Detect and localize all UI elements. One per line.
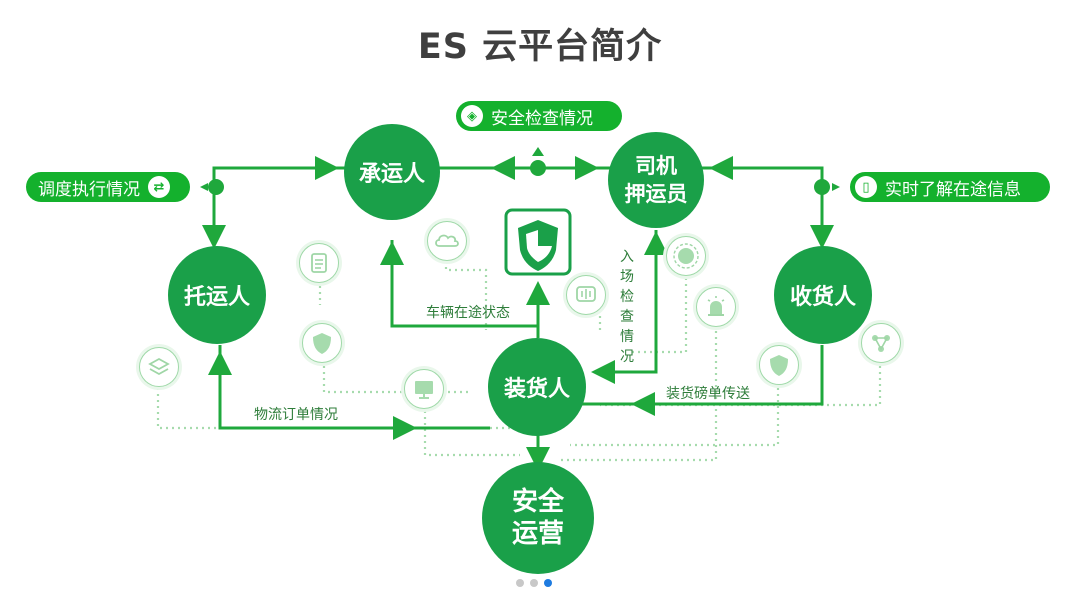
dispatch-pill: 调度执行情况 ⇄: [26, 172, 190, 202]
carrier-node: 承运人: [344, 124, 440, 220]
share-icon: [861, 323, 901, 363]
loader-label: 装货人: [503, 377, 570, 402]
shield-icon: [302, 323, 342, 363]
safety-check-label: 安全检查情况: [491, 108, 593, 129]
shield-icon: ◈: [461, 105, 483, 127]
receiver-label: 收货人: [789, 285, 856, 310]
sync-icon: ⇄: [148, 176, 170, 198]
shipper-label: 托运人: [183, 285, 250, 310]
pagination-dots[interactable]: [516, 579, 552, 587]
junction-dots: [200, 147, 840, 195]
order-status-label: 物流订单情况: [254, 407, 338, 423]
driver-node: 司机 押运员: [608, 132, 704, 228]
weighbill-label: 装货磅单传送: [666, 386, 750, 402]
dispatch-label: 调度执行情况: [38, 179, 140, 200]
phone-icon: ▯: [855, 176, 877, 198]
clipboard-icon: [299, 243, 339, 283]
shield-icon: [759, 345, 799, 385]
page-dot-2[interactable]: [530, 579, 538, 587]
safety-node: 安全 运营: [482, 462, 594, 574]
carrier-label: 承运人: [358, 162, 425, 187]
layers-icon: [139, 347, 179, 387]
voice-icon: [566, 275, 606, 315]
entry-check-label: 入场检查情况: [620, 249, 634, 365]
vehicle-status-label: 车辆在途状态: [426, 305, 510, 321]
safety-label-1: 安全: [511, 487, 564, 517]
loader-node: 装货人: [488, 338, 586, 436]
page-dot-1[interactable]: [516, 579, 524, 587]
page-title: ES 云平台简介: [417, 27, 663, 67]
receiver-node: 收货人: [774, 246, 872, 344]
driver-label-2: 押运员: [624, 182, 688, 206]
alarm-light-icon: [696, 287, 736, 327]
realtime-label: 实时了解在途信息: [885, 179, 1021, 200]
driver-label-1: 司机: [635, 154, 677, 178]
ai-icon: [666, 236, 706, 276]
central-shield-icon: [504, 208, 572, 276]
shipper-node: 托运人: [168, 246, 266, 344]
monitor-icon: [404, 369, 444, 409]
safety-label-2: 运营: [511, 519, 564, 549]
page-dot-3[interactable]: [544, 579, 552, 587]
cloud-icon: [427, 221, 467, 261]
realtime-pill: ▯ 实时了解在途信息: [850, 172, 1050, 202]
safety-check-pill: ◈ 安全检查情况: [456, 101, 622, 131]
